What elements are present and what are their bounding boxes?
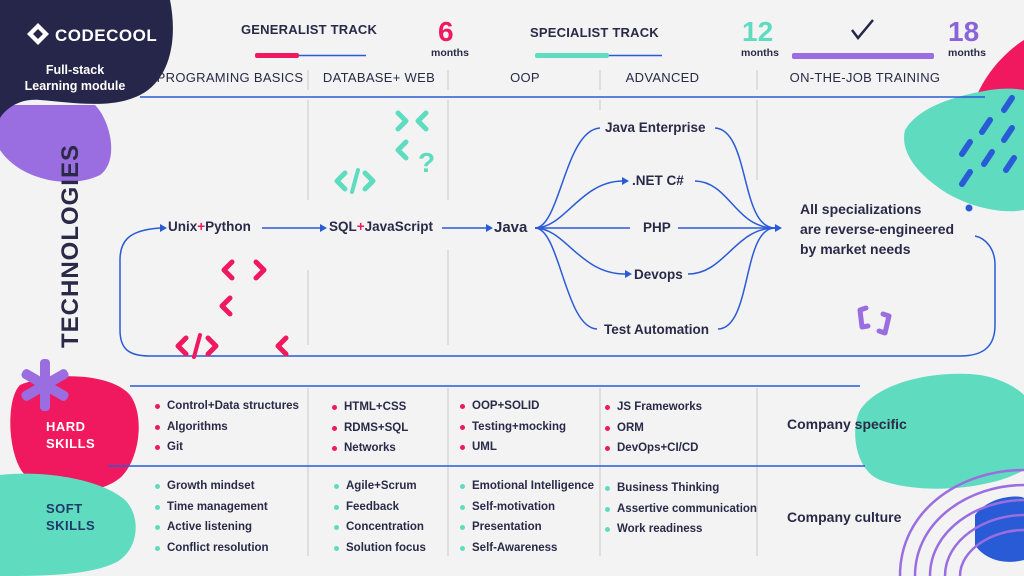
soft-skills-col-4: Business Thinking Assertive communicatio… [605, 478, 757, 540]
codecool-logo-icon [27, 23, 49, 45]
months-label: months [948, 47, 986, 59]
track-label-specialist: SPECIALIST TRACK [530, 25, 659, 40]
list-item: Agile+Scrum [334, 476, 426, 497]
list-item: Algorithms [155, 417, 299, 438]
list-item: Growth mindset [155, 476, 269, 497]
hard-skills-col-1: Control+Data structures Algorithms Git [155, 396, 299, 458]
soft-skills-col-2: Agile+Scrum Feedback Concentration Solut… [334, 476, 426, 558]
list-item: Self-Awareness [460, 538, 594, 559]
list-item: HTML+CSS [332, 397, 408, 418]
brand-name: CODECOOL [55, 26, 158, 45]
list-item: Git [155, 437, 299, 458]
list-item: ORM [605, 418, 702, 439]
phase-database-web: DATABASE+ WEB [322, 70, 436, 85]
list-item: Active listening [155, 517, 269, 538]
module-label: Full-stack Learning module [24, 63, 126, 93]
branch-devops: Devops [634, 267, 683, 282]
phase-on-the-job-training: ON-THE-JOB TRAINING [789, 70, 941, 85]
list-item: OOP+SOLID [460, 396, 566, 417]
list-item: Concentration [334, 517, 426, 538]
list-item: Solution focus [334, 538, 426, 559]
branch-java-enterprise: Java Enterprise [605, 120, 706, 135]
company-specific: Company specific [787, 416, 907, 432]
branch-php: PHP [643, 220, 671, 235]
soft-skills-label: SOFT SKILLS [46, 501, 96, 533]
tech-node-java: Java [494, 219, 528, 236]
list-item: UML [460, 437, 566, 458]
hard-skills-col-4: JS Frameworks ORM DevOps+CI/CD [605, 397, 702, 459]
technologies-title: TECHNOLOGIES [57, 144, 84, 349]
soft-skills-col-1: Growth mindset Time management Active li… [155, 476, 269, 558]
specializations-note: All specializations are reverse-engineer… [800, 201, 955, 257]
company-culture: Company culture [787, 509, 902, 525]
phase-oop: OOP [510, 70, 540, 85]
tech-node-sql-javascript: SQL+JavaScript [329, 219, 433, 234]
track-months-total: 18 [948, 16, 980, 47]
list-item: Feedback [334, 497, 426, 518]
list-item: Time management [155, 497, 269, 518]
list-item: Assertive communication [605, 499, 757, 520]
soft-skills-col-3: Emotional Intelligence Self-motivation P… [460, 476, 594, 558]
list-item: Emotional Intelligence [460, 476, 594, 497]
list-item: JS Frameworks [605, 397, 702, 418]
list-item: RDMS+SQL [332, 418, 408, 439]
hard-skills-col-3: OOP+SOLID Testing+mocking UML [460, 396, 566, 458]
track-months-generalist: 6 [438, 16, 454, 47]
list-item: Control+Data structures [155, 396, 299, 417]
hard-skills-col-2: HTML+CSS RDMS+SQL Networks [332, 397, 408, 459]
track-label-generalist: GENERALIST TRACK [241, 22, 378, 37]
branch-dotnet: .NET C# [632, 173, 684, 188]
track-months-specialist: 12 [742, 16, 774, 47]
phase-advanced: ADVANCED [625, 70, 700, 85]
svg-text:?: ? [418, 147, 435, 178]
list-item: DevOps+CI/CD [605, 438, 702, 459]
tech-node-unix-python: Unix+Python [168, 219, 251, 234]
list-item: Business Thinking [605, 478, 757, 499]
list-item: Testing+mocking [460, 417, 566, 438]
list-item: Self-motivation [460, 497, 594, 518]
list-item: Presentation [460, 517, 594, 538]
hard-skills-label: HARD SKILLS [46, 419, 96, 451]
list-item: Networks [332, 438, 408, 459]
list-item: Conflict resolution [155, 538, 269, 559]
phase-programming-basics: PROGRAMING BASICS [156, 70, 304, 85]
branch-test-automation: Test Automation [604, 322, 709, 337]
months-label: months [741, 47, 779, 59]
months-label: months [431, 47, 469, 59]
list-item: Work readiness [605, 519, 757, 540]
